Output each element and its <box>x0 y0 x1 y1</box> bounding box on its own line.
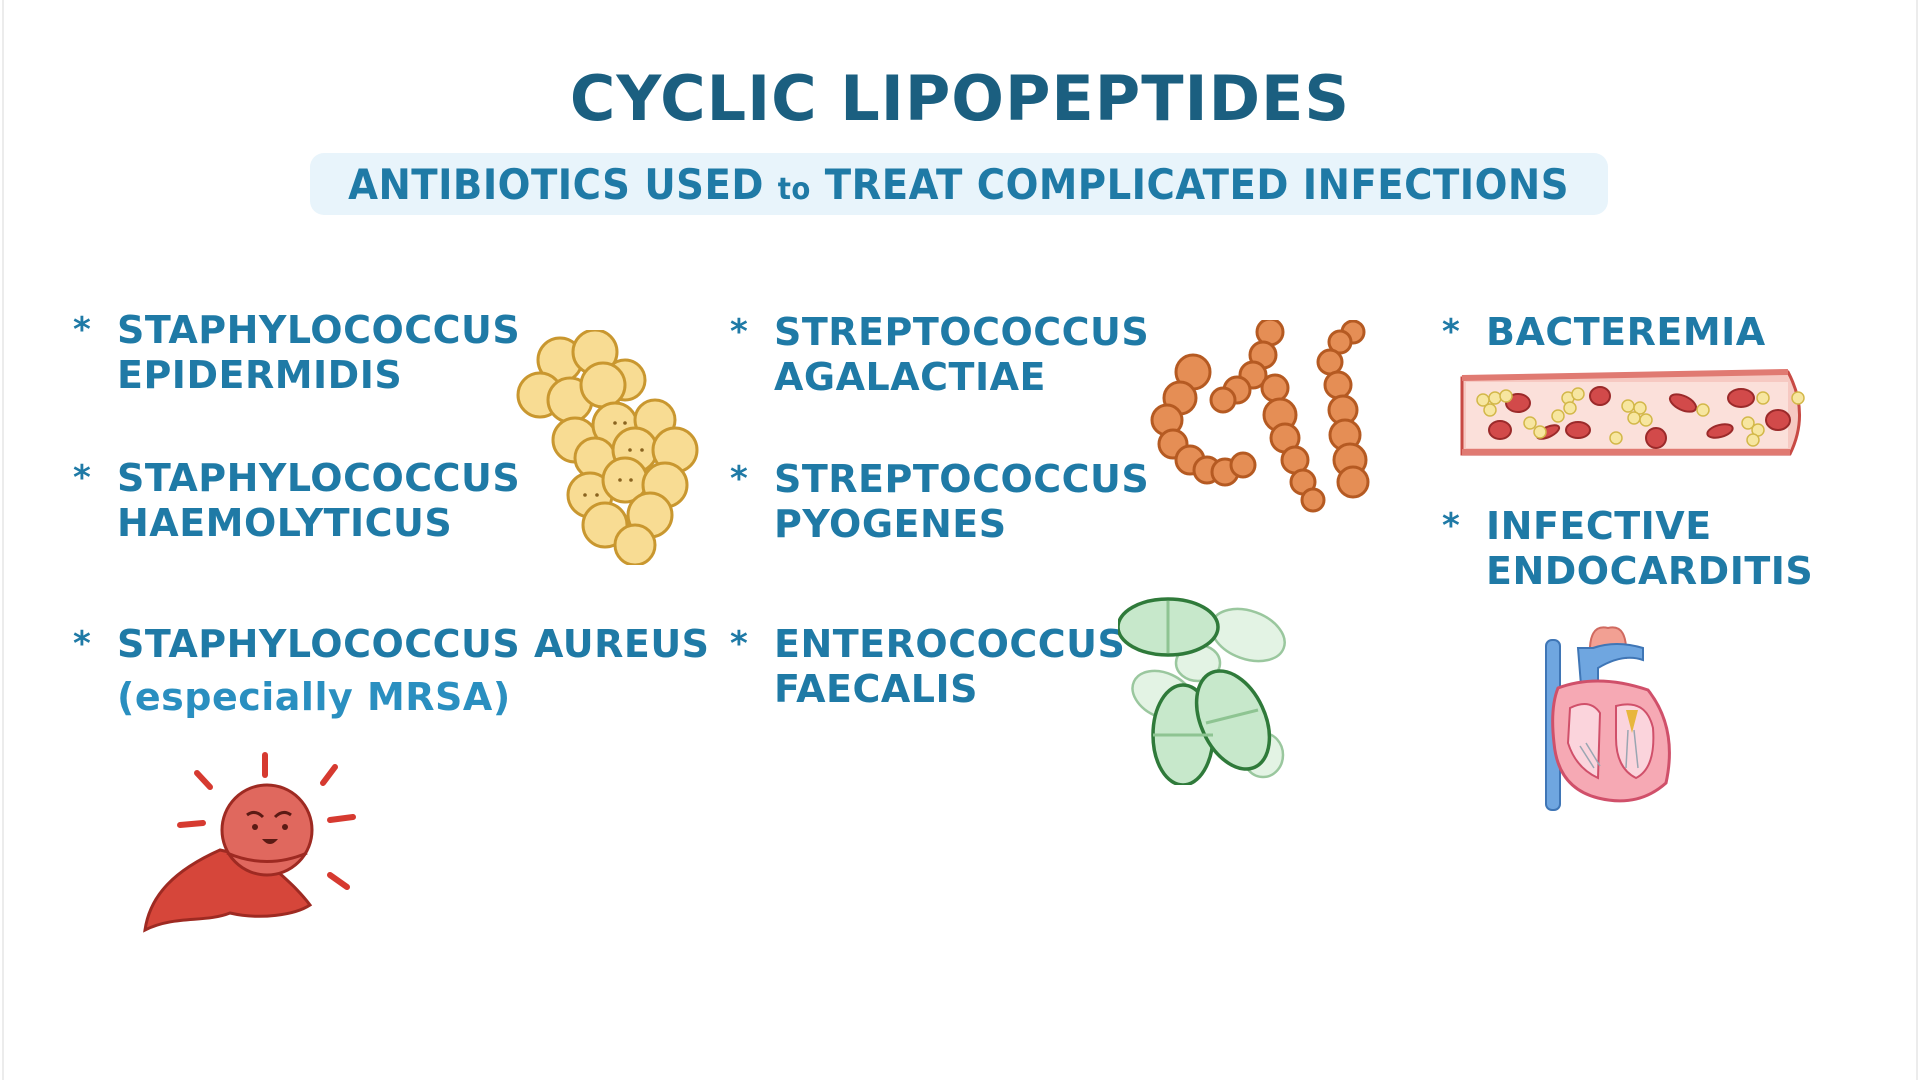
item-line: STAPHYLOCOCCUS <box>117 456 521 500</box>
item-staph-aureus: * STAPHYLOCOCCUS AUREUS (especially MRSA… <box>73 622 710 720</box>
item-staph-haemolyticus: * STAPHYLOCOCCUS HAEMOLYTICUS <box>73 456 521 546</box>
item-line: EPIDERMIDIS <box>117 353 403 397</box>
item-line: BACTEREMIA <box>1486 310 1766 354</box>
mrsa-superhero-illustration <box>143 752 356 933</box>
item-line: AGALACTIAE <box>774 355 1046 399</box>
item-line: STREPTOCOCCUS <box>774 457 1150 501</box>
right-border <box>1916 0 1918 1080</box>
item-enterococcus-faecalis: * ENTEROCOCCUS FAECALIS <box>730 622 1126 712</box>
asterisk-icon: * <box>1442 506 1461 546</box>
asterisk-icon: * <box>73 310 92 350</box>
subtitle-part-1: ANTIBIOTICS USED <box>348 159 779 209</box>
asterisk-icon: * <box>730 624 749 664</box>
asterisk-icon: * <box>1442 312 1461 352</box>
page-title: CYCLIC LIPOPEPTIDES <box>569 62 1351 135</box>
item-line: FAECALIS <box>774 667 978 711</box>
subtitle-part-2: TREAT COMPLICATED INFECTIONS <box>811 159 1570 209</box>
item-strep-agalactiae: * STREPTOCOCCUS AGALACTIAE <box>730 310 1150 400</box>
item-line: STREPTOCOCCUS <box>774 310 1150 354</box>
left-border <box>2 0 4 1080</box>
item-bacteremia: * BACTEREMIA <box>1442 310 1766 355</box>
item-infective-endocarditis: * INFECTIVE ENDOCARDITIS <box>1442 504 1814 594</box>
item-line: STAPHYLOCOCCUS <box>117 308 521 352</box>
item-note: (especially MRSA) <box>117 675 511 719</box>
item-line: ENDOCARDITIS <box>1486 549 1814 593</box>
streptococcus-chains-illustration <box>1150 320 1370 513</box>
subtitle: ANTIBIOTICS USED to TREAT COMPLICATED IN… <box>349 160 1570 209</box>
item-line: PYOGENES <box>774 502 1007 546</box>
heart-illustration <box>1545 626 1671 811</box>
subtitle-band: ANTIBIOTICS USED to TREAT COMPLICATED IN… <box>310 153 1608 215</box>
subtitle-small: to <box>778 171 812 207</box>
enterococcus-diplococci-illustration <box>1118 597 1286 785</box>
asterisk-icon: * <box>730 312 749 352</box>
asterisk-icon: * <box>73 624 92 664</box>
item-staph-epidermidis: * STAPHYLOCOCCUS EPIDERMIDIS <box>73 308 521 398</box>
asterisk-icon: * <box>73 458 92 498</box>
item-line: INFECTIVE <box>1486 504 1712 548</box>
item-strep-pyogenes: * STREPTOCOCCUS PYOGENES <box>730 457 1150 547</box>
item-line: HAEMOLYTICUS <box>117 501 453 545</box>
staphylococcus-cluster-illustration <box>516 330 699 565</box>
item-line: STAPHYLOCOCCUS AUREUS <box>117 622 710 666</box>
blood-vessel-illustration <box>1460 369 1805 456</box>
asterisk-icon: * <box>730 459 749 499</box>
item-line: ENTEROCOCCUS <box>774 622 1126 666</box>
